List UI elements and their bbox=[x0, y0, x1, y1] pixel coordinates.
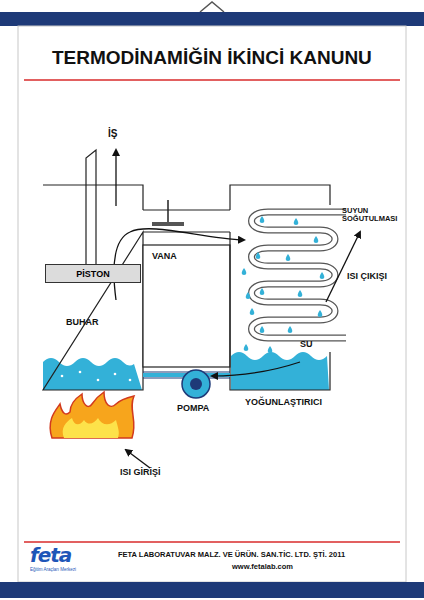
water-drop bbox=[314, 236, 319, 243]
heat-out-arrow bbox=[326, 232, 360, 302]
pump bbox=[182, 370, 210, 398]
heat-in-arrow bbox=[126, 450, 150, 468]
boiler-water bbox=[43, 358, 142, 390]
water-drop bbox=[246, 292, 251, 299]
work-label: İŞ bbox=[108, 128, 117, 139]
cooling-coil bbox=[252, 212, 347, 338]
flame-core bbox=[63, 418, 119, 438]
heat-out-label: ISI ÇIKIŞI bbox=[347, 272, 387, 282]
water-drop bbox=[260, 288, 265, 295]
water-drop bbox=[318, 310, 323, 317]
piston-label: PİSTON bbox=[76, 269, 109, 279]
water-drop bbox=[286, 254, 291, 261]
heat-in-label: ISI GİRİŞİ bbox=[120, 468, 161, 478]
water-drop bbox=[244, 344, 249, 351]
title-rule bbox=[24, 79, 400, 81]
hanger-hook bbox=[200, 2, 224, 12]
water-drop bbox=[256, 252, 261, 259]
condensate-drops bbox=[242, 216, 325, 353]
poster-title: TERMODİNAMİĞİN İKİNCİ KANUNU bbox=[52, 48, 372, 69]
bottom-bar bbox=[0, 582, 424, 598]
bubbles bbox=[61, 371, 132, 382]
piston-box: PİSTON bbox=[45, 264, 141, 283]
water-drop bbox=[288, 326, 293, 333]
boiler-cylinder bbox=[43, 185, 143, 390]
water-label: SU bbox=[300, 340, 313, 350]
valve-stem bbox=[167, 200, 169, 222]
valve-plate bbox=[152, 222, 184, 226]
poster-sheet bbox=[18, 26, 406, 582]
pump-hub bbox=[190, 378, 202, 390]
water-drop bbox=[260, 326, 265, 333]
water-drop bbox=[250, 308, 255, 315]
steam-label: BUHAR bbox=[66, 318, 99, 328]
valve-label: VANA bbox=[152, 252, 177, 262]
water-drop bbox=[320, 272, 325, 279]
water-drop bbox=[268, 346, 273, 353]
flame bbox=[50, 392, 134, 438]
pump-label: POMPA bbox=[177, 404, 209, 414]
condenser-label: YOĞUNLAŞTIRICI bbox=[245, 398, 322, 408]
top-bar bbox=[0, 12, 424, 26]
brand-logo: feta bbox=[30, 544, 71, 566]
water-drop bbox=[298, 290, 303, 297]
water-drop bbox=[242, 268, 247, 275]
website: www.fetalab.com bbox=[232, 563, 293, 571]
brand-tagline: Eğitim Araçları Merkezi bbox=[30, 568, 76, 573]
work-arrow bbox=[115, 150, 116, 206]
water-drop bbox=[260, 216, 265, 223]
condenser-water bbox=[231, 352, 329, 390]
water-drop bbox=[294, 218, 299, 225]
footer-rule bbox=[24, 541, 400, 543]
cooling-label: SUYUN SOĞUTULMASI bbox=[342, 207, 402, 224]
company-name: FETA LABORATUVAR MALZ. VE ÜRÜN. SAN.TİC.… bbox=[118, 551, 345, 559]
middle-block bbox=[143, 245, 230, 367]
piston-rod bbox=[86, 150, 96, 264]
return-flow-arrow bbox=[212, 362, 300, 376]
